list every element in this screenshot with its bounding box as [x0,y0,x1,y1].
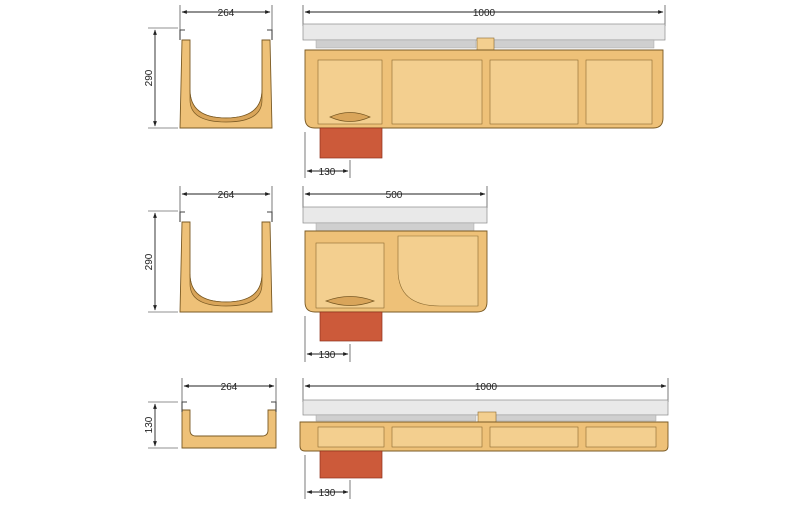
channel-length-label: 500 [386,190,403,201]
channel-segment [585,426,657,448]
steel-edge-rail [179,29,273,40]
row-2: 264 290 500 130 [144,186,488,362]
section-width-label: 264 [218,190,235,201]
section-width-label: 264 [221,382,238,393]
channel-invert-shading [189,273,263,307]
section-height-label: 290 [144,253,155,270]
outlet-offset-label: 130 [319,350,336,361]
channel-segment [489,426,579,448]
outlet-pipe [319,311,383,342]
outlet-pipe [319,450,383,479]
cross-section-2: 264 290 [144,186,273,313]
channel-segment [391,426,483,448]
channel-invert-shading [189,89,263,123]
grate-slot [315,414,477,422]
section-width-label: 264 [218,8,235,19]
outlet-offset-label: 130 [319,167,336,178]
grate-slot [495,414,657,422]
channel-end-cap [397,235,479,307]
grate-slot [315,39,477,49]
section-height-label: 290 [144,69,155,86]
u-channel-profile [179,221,273,313]
outlet-pipe [319,127,383,159]
channel-segment [489,59,579,125]
grate-slot [493,39,655,49]
grate-cover [302,206,488,224]
grate-slot [315,222,475,232]
outlet-offset-label: 130 [319,488,336,499]
steel-edge-rail [181,401,277,412]
channel-segment [585,59,653,125]
cross-section-1: 264 290 [144,5,273,129]
row-1: 264 290 1000 [144,5,666,178]
u-channel-profile [181,409,277,449]
channel-length-label: 1000 [475,382,498,393]
side-view-1: 1000 130 [302,5,666,178]
u-channel-profile [179,39,273,129]
channel-segment [391,59,483,125]
outlet-knockout [325,296,375,306]
channel-length-label: 1000 [473,8,496,19]
steel-edge-rail [179,211,273,222]
grate-cover [302,23,666,41]
channel-segment [317,426,385,448]
row-3: 264 130 1000 130 [144,378,669,499]
outlet-knockout [329,112,371,122]
section-height-label: 130 [144,416,155,433]
side-view-3: 1000 130 [299,378,669,499]
side-view-2: 500 130 [302,186,488,362]
cross-section-3: 264 130 [144,378,277,449]
grate-lock [476,37,495,51]
